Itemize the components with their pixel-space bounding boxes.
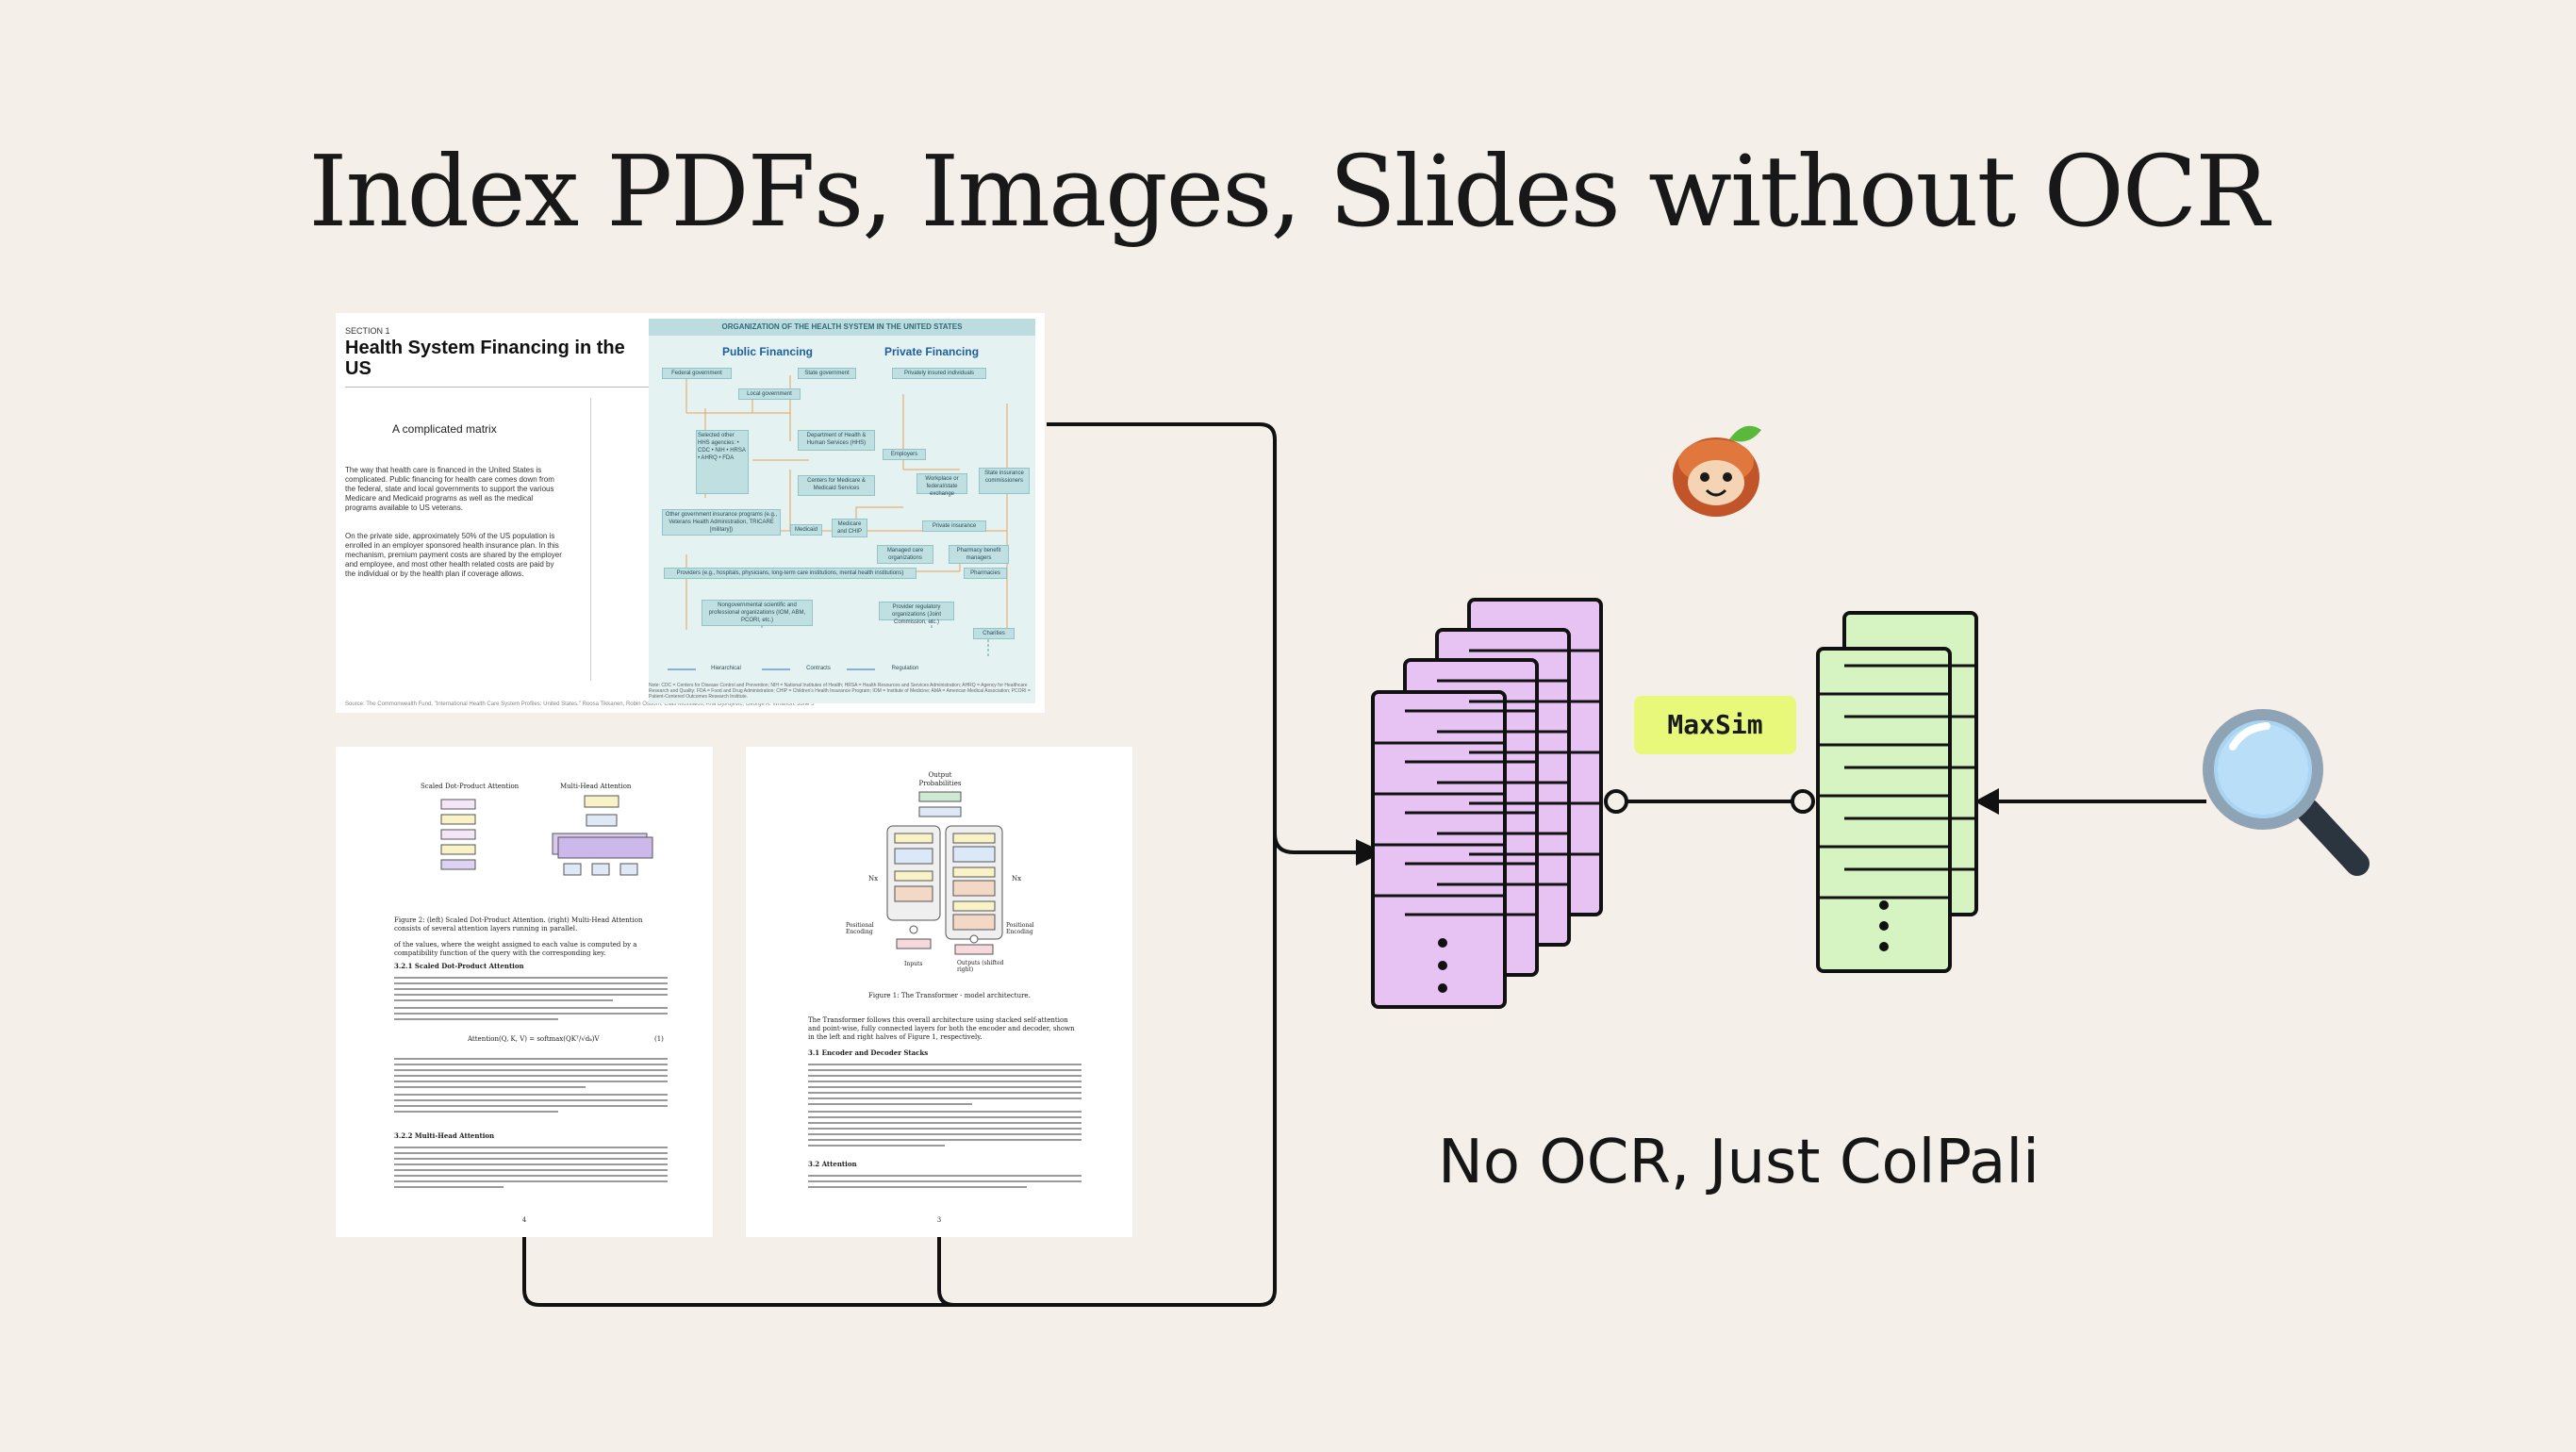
chart-box: Privately insured individuals [892, 368, 986, 379]
chart-box: Employers [883, 449, 926, 460]
nx-label: Nx [1012, 875, 1022, 883]
chart-box: Centers for Medicare & Medicaid Services [798, 475, 875, 496]
chart-box: Federal government [662, 368, 732, 379]
arrow-head [1356, 839, 1384, 866]
slide-subheading: A complicated matrix [392, 422, 497, 436]
divider [345, 387, 656, 388]
nx-label: Nx [868, 875, 879, 883]
chart-box: Nongovernmental scientific and professio… [702, 600, 813, 626]
chart-box: Pharmacies [964, 568, 1007, 579]
diagram-label: Positional Encoding [1006, 922, 1034, 935]
attention-diagram [440, 795, 653, 876]
health-financing-slide: SECTION 1 Health System Financing in the… [336, 313, 1045, 713]
private-financing-label: Private Financing [884, 345, 980, 358]
section-heading: 3.1 Encoder and Decoder Stacks [808, 1048, 929, 1057]
text-lines [394, 1147, 668, 1192]
legend-item: Contracts [806, 666, 831, 671]
paper-paragraph: of the values, where the weight assigned… [394, 941, 637, 957]
chart-box: Workplace or federal/state exchange [916, 473, 967, 497]
section-heading: 3.2 Attention [808, 1160, 857, 1168]
page-number: 3 [936, 1216, 942, 1224]
query-embeddings [1816, 611, 1978, 973]
figure-caption: Figure 2: (left) Scaled Dot-Product Atte… [394, 916, 643, 932]
diagram-label: Outputs (shifted right) [957, 960, 1004, 973]
figure-label: Multi-Head Attention [560, 783, 632, 790]
text-lines [394, 977, 668, 1024]
figure-caption: Figure 1: The Transformer - model archit… [868, 992, 1031, 999]
chart-box: Providers (e.g., hospitals, physicians, … [664, 568, 916, 579]
chart-box: Medicare and CHIP [832, 519, 867, 537]
chart-box: Private insurance [922, 520, 986, 532]
section-heading: 3.2.1 Scaled Dot-Product Attention [394, 962, 524, 970]
chart-box: State insurance commissioners [979, 468, 1030, 494]
connector-to-docs [1273, 833, 1356, 854]
figure-label: Output Probabilities [918, 771, 962, 787]
colpali-tagline: No OCR, Just ColPali [1438, 1128, 2039, 1197]
slide-paragraph: The way that health care is financed in … [345, 466, 554, 512]
slide-heading: Health System Financing in the US [345, 338, 625, 379]
chart-box: Charities [973, 628, 1015, 639]
chart-box: Local government [738, 388, 801, 400]
diagram-label: Inputs [904, 961, 923, 967]
magnifying-glass-icon [2203, 709, 2370, 876]
chart-box: Other government insurance programs (e.g… [662, 509, 781, 536]
chart-box: Provider regulatory organizations (Joint… [879, 602, 954, 625]
text-lines [394, 1058, 668, 1116]
equation-number: (1) [654, 1035, 664, 1043]
connector-node [1791, 789, 1815, 814]
section-heading: 3.2.2 Multi-Head Attention [394, 1131, 495, 1140]
ellipsis-dots [1438, 938, 1447, 993]
slide-paragraph: On the private side, approximately 50% o… [345, 532, 562, 578]
connector-doc1 [522, 422, 1277, 1307]
chart-header: ORGANIZATION OF THE HEALTH SYSTEM IN THE… [649, 319, 1035, 336]
diagram-label: Positional Encoding [846, 922, 874, 935]
paper-paragraph: The Transformer follows this overall arc… [808, 1016, 1075, 1041]
chart-box: Medicaid [790, 524, 822, 536]
chart-box: State government [798, 368, 856, 379]
public-financing-label: Public Financing [722, 345, 814, 358]
arrow-head [1974, 788, 1999, 815]
organization-chart: ORGANIZATION OF THE HEALTH SYSTEM IN THE… [649, 319, 1035, 703]
ellipsis-dots [1879, 900, 1889, 951]
connector-node [1604, 789, 1628, 814]
text-lines [808, 1064, 1082, 1150]
equation: Attention(Q, K, V) = softmax(QKᵀ/√dₖ)V [468, 1035, 600, 1043]
maxsim-label: MaxSim [1634, 696, 1796, 754]
chart-box: Selected other HHS agencies: • CDC • NIH… [696, 430, 749, 494]
chart-box: Managed care organizations [877, 545, 933, 564]
coconut-mascot-icon [1673, 425, 1761, 517]
transformer-diagram [886, 791, 1003, 955]
chart-box: Department of Health & Human Services (H… [798, 430, 875, 451]
text-lines [808, 1175, 1082, 1192]
chart-box: Pharmacy benefit managers [949, 545, 1009, 564]
slide-source: Source: The Commonwealth Fund, "Internat… [345, 701, 815, 707]
chart-notes: Note: CDC = Centers for Disease Control … [649, 683, 1031, 700]
legend-item: Hierarchical [711, 666, 741, 671]
paper-page-transformer: Output Probabilities Nx Nx Positional En… [746, 747, 1132, 1237]
legend-item: Regulation [891, 666, 919, 671]
section-label: SECTION 1 [345, 326, 390, 336]
figure-label: Scaled Dot-Product Attention [421, 783, 520, 790]
paper-page-attention: Scaled Dot-Product Attention Multi-Head … [336, 747, 713, 1237]
divider [590, 398, 591, 681]
page-title: Index PDFs, Images, Slides without OCR [308, 134, 2269, 249]
connector-doc3 [937, 1237, 955, 1307]
page-number: 4 [521, 1216, 527, 1224]
